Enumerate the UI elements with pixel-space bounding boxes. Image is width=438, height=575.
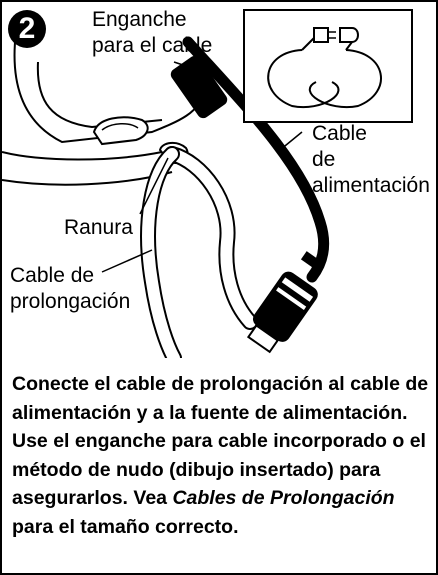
cord-hook xyxy=(92,116,149,146)
label-extension-cord-line1: Cable de xyxy=(10,264,95,287)
instruction-text: Conecte el cable de prolongación al cabl… xyxy=(12,370,436,541)
inset-plug xyxy=(339,27,359,43)
leader-slot xyxy=(139,157,169,215)
label-power-cord-line2: de xyxy=(312,148,336,171)
label-extension-cord-line2: prolongación xyxy=(10,290,131,313)
handle-outline xyxy=(13,31,203,144)
cord-hook-detail xyxy=(101,123,139,131)
instruction-part2: para el tamaño correcto. xyxy=(12,515,239,538)
label-cord-hook-line1: Enganche xyxy=(92,8,187,31)
label-slot: Ranura xyxy=(64,216,133,239)
power-cord-sleeve xyxy=(170,55,228,119)
handle-lower-edge-2 xyxy=(2,171,173,186)
label-cord-hook-line2: para el cable xyxy=(92,34,213,57)
instruction-part1: Conecte el cable de prolongación al cabl… xyxy=(12,373,429,509)
power-cord xyxy=(182,36,330,283)
label-power-cord-line1: Cable xyxy=(312,122,367,145)
leader-power-cord xyxy=(279,131,303,151)
step-number-badge: 2 xyxy=(8,10,46,48)
knot-method-inset xyxy=(243,9,413,123)
leader-extension-cord xyxy=(101,249,153,273)
handle-outline-inner xyxy=(36,61,163,129)
knot-loop-right xyxy=(308,49,382,109)
plug-connector xyxy=(246,271,318,354)
handle-lower-edge xyxy=(2,151,163,161)
cord-connection-illustration xyxy=(2,9,413,358)
knot-loop-left xyxy=(267,49,340,109)
instruction-emphasis: Cables de Prolongación xyxy=(172,487,395,509)
inset-socket xyxy=(313,27,329,43)
plug-prong xyxy=(300,251,324,271)
label-power-cord-line3: alimentación xyxy=(312,174,430,197)
leader-cord-hook xyxy=(173,61,193,69)
